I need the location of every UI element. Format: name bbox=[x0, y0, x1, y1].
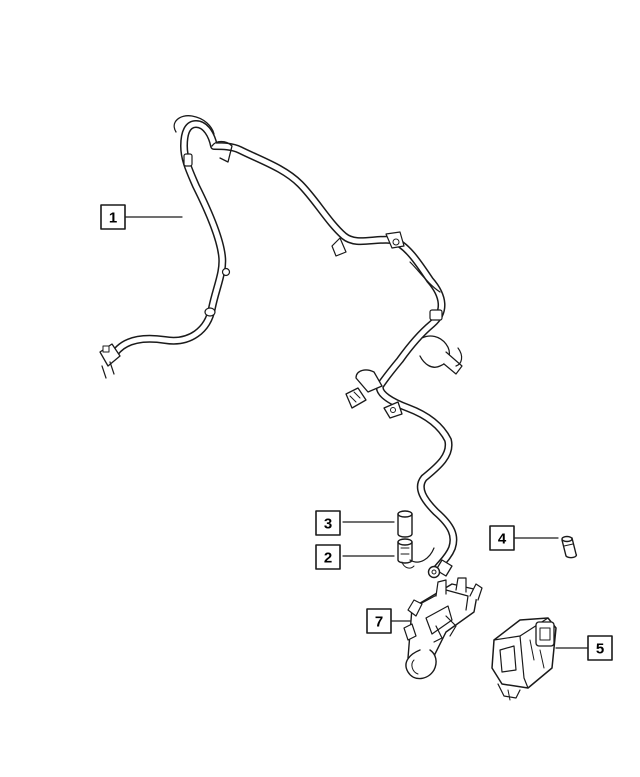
part-5-module bbox=[491, 617, 557, 701]
part-3-sleeve bbox=[397, 510, 413, 538]
harness-left-connector bbox=[99, 343, 121, 379]
callout-1-label: 1 bbox=[109, 210, 117, 227]
callout-4: 4 bbox=[489, 525, 515, 551]
callout-5-label: 5 bbox=[596, 641, 604, 658]
callout-3-label: 3 bbox=[324, 516, 332, 533]
callout-5: 5 bbox=[587, 635, 613, 661]
part-7-bracket-assembly bbox=[403, 577, 483, 680]
callout-7-label: 7 bbox=[375, 614, 383, 631]
callout-3: 3 bbox=[315, 510, 341, 536]
callout-2-label: 2 bbox=[324, 550, 332, 567]
part-4-fitting bbox=[561, 535, 578, 559]
part-2-connector bbox=[397, 538, 435, 569]
ring-terminal bbox=[427, 559, 453, 579]
callout-2: 2 bbox=[315, 544, 341, 570]
harness-mid-connector bbox=[345, 369, 403, 419]
callout-1: 1 bbox=[100, 204, 126, 230]
leader-lines bbox=[124, 216, 589, 649]
callout-4-label: 4 bbox=[498, 531, 507, 548]
wiring-harness-part-1 bbox=[99, 115, 463, 579]
callout-7: 7 bbox=[366, 608, 392, 634]
